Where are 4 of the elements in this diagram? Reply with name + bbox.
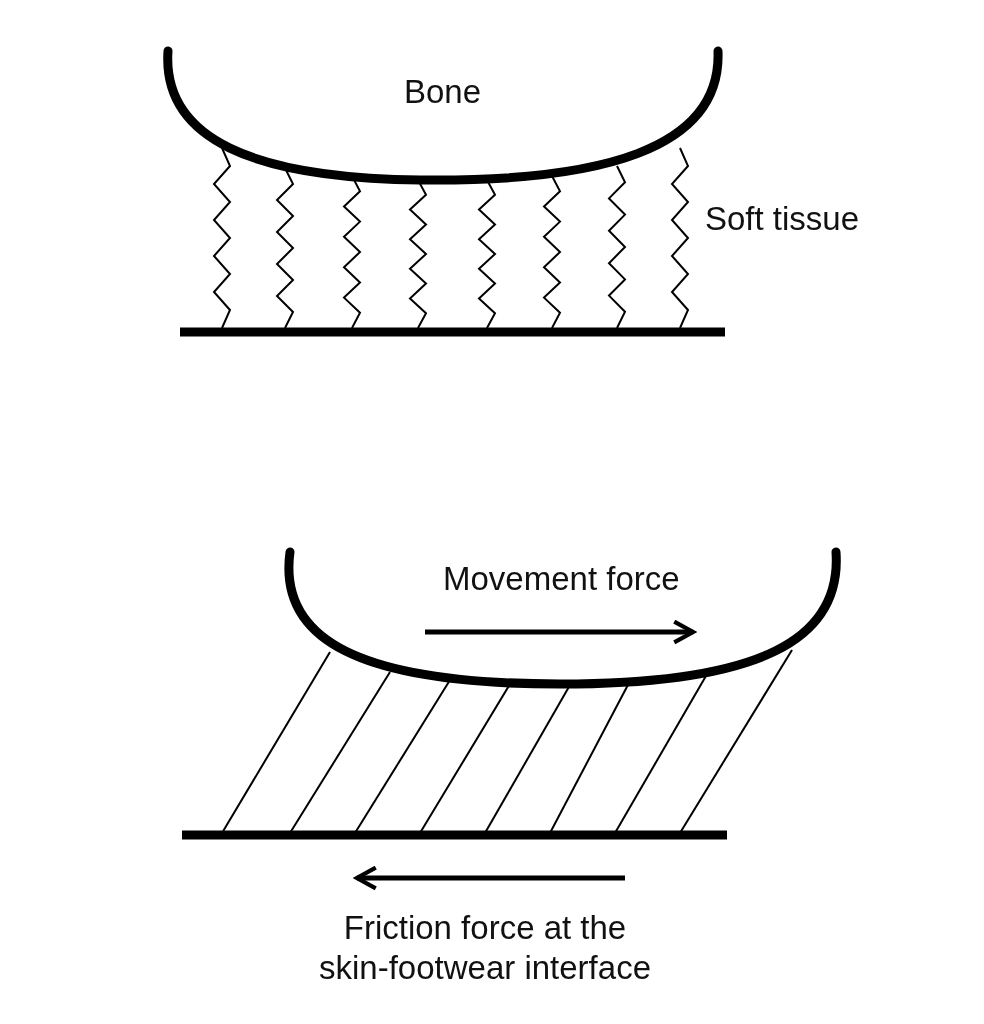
force-label: Movement force bbox=[443, 560, 680, 598]
bone-label: Bone bbox=[402, 73, 483, 111]
force-label: Friction force at the skin-footwear interface bbox=[318, 908, 652, 988]
tissue-label: Soft tissue bbox=[705, 200, 860, 238]
